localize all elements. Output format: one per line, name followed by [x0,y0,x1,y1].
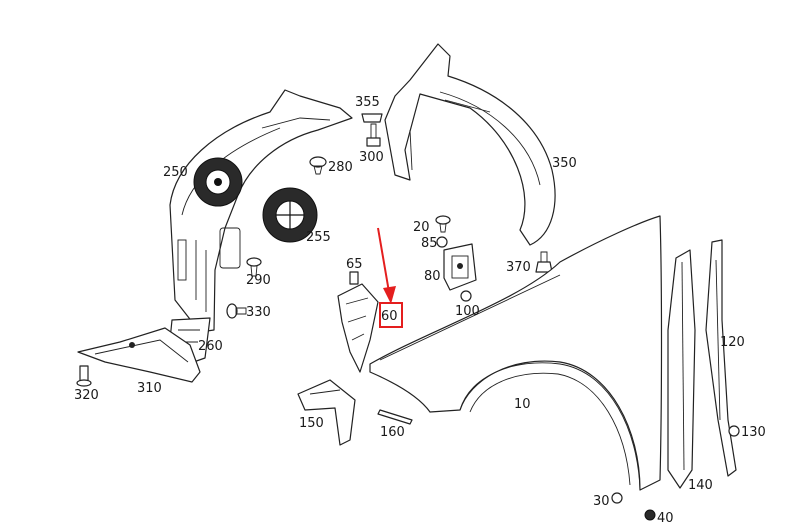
part-65-screw[interactable] [349,271,359,285]
callout-260[interactable]: 260 [198,339,223,354]
part-30-clip[interactable] [611,492,623,504]
part-320-fastener[interactable] [76,365,92,387]
part-255-insulation-disc[interactable] [262,187,318,243]
part-20-clip[interactable] [435,215,451,233]
callout-150[interactable]: 150 [299,416,324,431]
part-80-bracket[interactable] [443,243,477,291]
callout-255[interactable]: 255 [306,230,331,245]
part-10-fender[interactable] [369,215,663,491]
callout-320[interactable]: 320 [74,388,99,403]
callout-20[interactable]: 20 [413,220,430,235]
callout-80[interactable]: 80 [424,269,441,284]
highlight-box [379,302,403,328]
callout-10[interactable]: 10 [514,397,531,412]
part-330-screw[interactable] [226,303,247,319]
callout-30[interactable]: 30 [593,494,610,509]
part-350-rear-arch-liner[interactable] [384,43,556,246]
part-60-bracket[interactable] [337,283,379,373]
callout-355[interactable]: 355 [355,95,380,110]
part-280-clip[interactable] [309,156,327,175]
callout-65[interactable]: 65 [346,257,363,272]
callout-130[interactable]: 130 [741,425,766,440]
callout-370[interactable]: 370 [506,260,531,275]
part-250-wheel-arch-liner[interactable] [169,89,353,333]
callout-140[interactable]: 140 [688,478,713,493]
callout-280[interactable]: 280 [328,160,353,175]
callout-330[interactable]: 330 [246,305,271,320]
part-85-nut[interactable] [436,236,448,248]
part-355-clip[interactable] [361,113,383,123]
part-290-screw[interactable] [246,257,262,277]
highlight-arrow [377,227,390,293]
part-140-side-panel[interactable] [667,249,696,489]
part-370-clip[interactable] [535,251,553,273]
highlight-arrowhead [383,286,396,304]
callout-310[interactable]: 310 [137,381,162,396]
callout-100[interactable]: 100 [455,304,480,319]
part-40-nut[interactable] [644,509,656,521]
part-130-clip[interactable] [728,425,740,437]
callout-300[interactable]: 300 [359,150,384,165]
part-300-bolt[interactable] [366,123,381,147]
callout-160[interactable]: 160 [380,425,405,440]
callout-350[interactable]: 350 [552,156,577,171]
callout-250[interactable]: 250 [163,165,188,180]
callout-290[interactable]: 290 [246,273,271,288]
part-160-strip[interactable] [377,409,413,425]
callout-85[interactable]: 85 [421,236,438,251]
part-100-nut[interactable] [460,290,472,302]
callout-120[interactable]: 120 [720,335,745,350]
part-120-seal[interactable] [705,239,737,477]
part-310-underbody-cover[interactable] [77,327,201,383]
part-150-bracket[interactable] [297,379,356,446]
callout-40[interactable]: 40 [657,511,674,526]
callout-60[interactable]: 60 [381,309,398,324]
